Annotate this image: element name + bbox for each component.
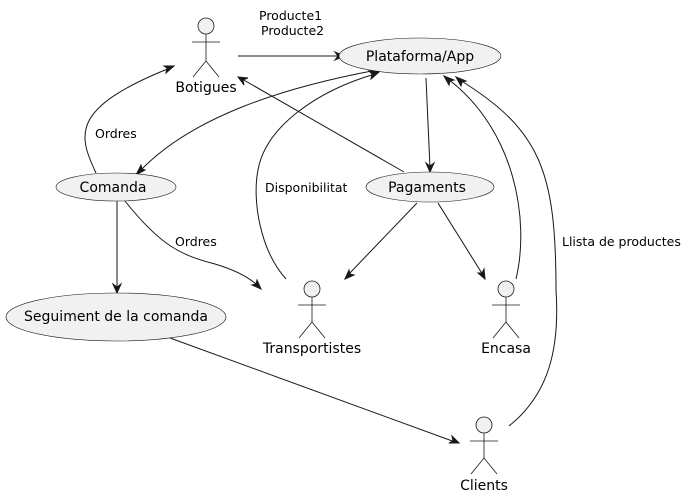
edge-seguiment-clients <box>169 337 461 444</box>
usecase-pagaments-label: Pagaments <box>388 180 466 196</box>
edge-comanda-seguiment <box>111 201 123 295</box>
edge-transportistes-plataforma: Disponibilitat <box>255 70 381 280</box>
actor-transportistes-figure <box>298 280 326 339</box>
actor-clients: Clients <box>460 416 508 494</box>
edge-label-ordres-1: Ordres <box>95 126 137 141</box>
actor-encasa-label: Encasa <box>481 341 531 357</box>
edge-label-ordres-2: Ordres <box>175 234 217 249</box>
actor-botigues: Botigues <box>175 17 237 96</box>
edge-plataforma-comanda <box>134 69 378 177</box>
usecase-seguiment-shape <box>5 292 227 342</box>
usecase-pagaments: Pagaments <box>365 171 495 203</box>
edge-botigues-plataforma: Producte1 Producte2 <box>238 8 346 62</box>
actor-clients-figure <box>470 416 498 475</box>
edge-pagaments-transportistes <box>344 202 418 280</box>
edge-plataforma-pagaments <box>424 77 436 174</box>
edge-label-llista-de-productes: Llista de productes <box>562 234 681 249</box>
usecase-seguiment: Seguiment de la comanda <box>5 292 227 342</box>
usecase-comanda: Comanda <box>55 172 177 202</box>
edge-label-producte2: Producte2 <box>261 23 324 38</box>
edge-label-producte1: Producte1 <box>259 8 322 23</box>
edge-encasa-plataforma <box>442 75 522 280</box>
usecase-plataforma-label: Plataforma/App <box>366 49 474 65</box>
actor-encasa-figure <box>492 280 520 339</box>
edge-pagaments-encasa <box>437 202 486 281</box>
usecase-plataforma-shape <box>338 37 502 75</box>
edge-comanda-botigues: Ordres <box>84 65 176 174</box>
edge-comanda-transportistes: Ordres <box>124 200 262 290</box>
usecase-comanda-shape <box>55 172 177 202</box>
usecase-comanda-label: Comanda <box>80 180 147 196</box>
actor-botigues-label: Botigues <box>175 80 236 96</box>
usecase-plataforma: Plataforma/App <box>338 37 502 75</box>
actor-botigues-figure <box>192 17 220 78</box>
edge-pagaments-botigues <box>236 76 405 173</box>
actor-clients-label: Clients <box>460 478 508 494</box>
edge-label-disponibilitat: Disponibilitat <box>265 180 348 195</box>
actor-encasa: Encasa <box>481 280 531 357</box>
actor-transportistes-label: Transportistes <box>262 341 361 357</box>
usecase-pagaments-shape <box>365 171 495 203</box>
actor-transportistes: Transportistes <box>262 280 361 357</box>
usecase-seguiment-label: Seguiment de la comanda <box>24 309 208 325</box>
edge-clients-plataforma: Llista de productes <box>454 76 681 427</box>
